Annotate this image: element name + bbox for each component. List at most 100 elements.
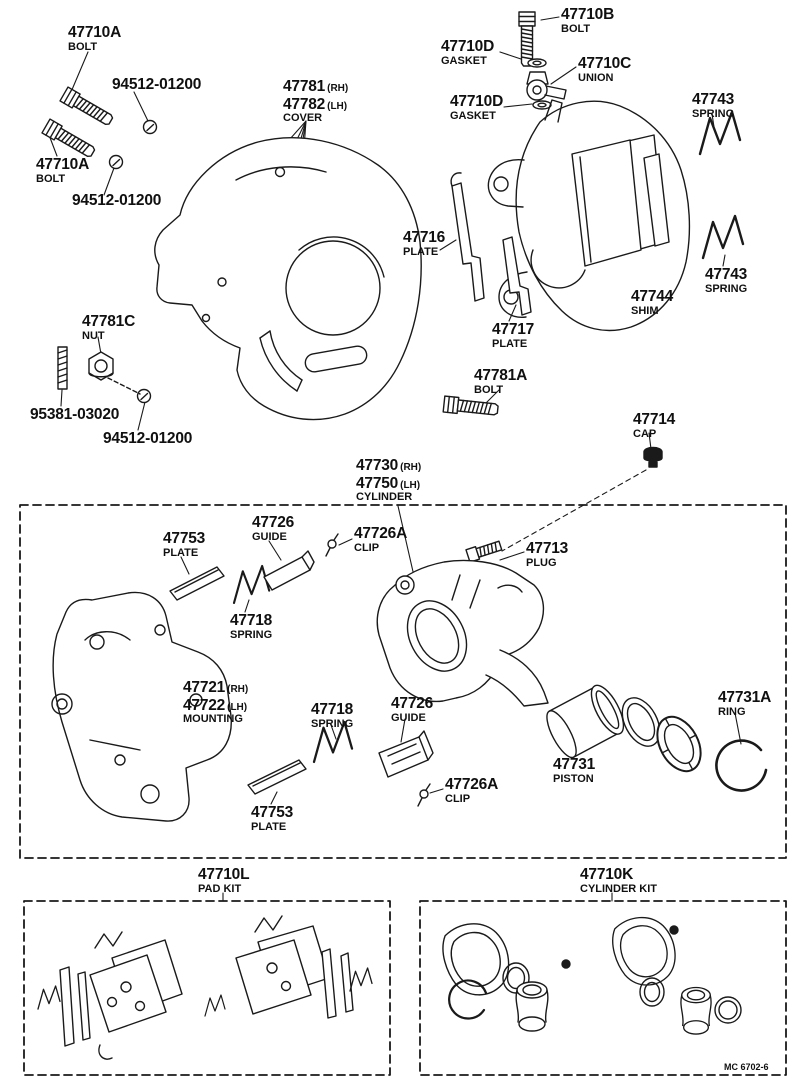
part-number: 47750 [356,474,399,492]
part-number: 47713 [526,540,569,557]
label-ring: 47731A RING [718,689,772,719]
label-shim: 47744 SHIM [631,288,673,318]
part-name: SPRING [311,717,354,730]
part-number: 47726A [354,525,408,542]
label-cap: 47714 CAP [633,411,676,441]
clip-drawing-top [325,533,339,557]
label-cylinder-kit: 47710K CYLINDER KIT [580,866,657,896]
label-guide-bottom: 47726 GUIDE [391,695,434,725]
part-number: 47730 [356,457,399,474]
label-plate-47716: 47716 PLATE [403,229,446,259]
part-number: 47710C [578,55,632,72]
group-boxes [19,504,787,1076]
label-washer-2: 94512-01200 [72,192,162,210]
part-variant: (LH) [327,100,348,112]
pin-spring-drawing-top [232,564,271,605]
part-name: SPRING [230,628,273,641]
label-banjo-bolt: 47710B BOLT [561,6,615,36]
part-name: COVER [283,112,323,125]
label-guide-top: 47726 GUIDE [252,514,294,544]
label-clip-top: 47726A CLIP [354,525,408,555]
part-name: GASKET [450,109,496,122]
part-name: PAD KIT [198,882,242,895]
part-name: GUIDE [252,530,287,543]
part-number: 47718 [311,701,354,718]
part-number: 47722 [183,696,226,714]
part-name: RING [718,705,746,718]
part-number: 47710A [36,156,90,173]
part-number: 47716 [403,229,446,246]
part-number: 47718 [230,612,273,629]
part-number: 47782 [283,95,326,113]
part-name: CYLINDER KIT [580,882,657,895]
part-name: CLIP [354,541,380,554]
support-plate-drawing-1 [450,172,485,302]
pad-spring-drawing-2 [701,214,745,260]
part-number: 47710D [441,38,495,55]
part-number: 47710B [561,6,615,23]
bleeder-cap-drawing [643,446,663,468]
part-variant: (LH) [400,479,421,491]
part-name: NUT [82,329,105,342]
part-name: MOUNTING [183,713,243,726]
guide-drawing-bottom [378,730,434,778]
drawing-number: MC 6702-6 [724,1062,769,1072]
part-number: 47710A [68,24,122,41]
part-variant: (RH) [227,684,249,695]
part-name: SPRING [692,107,735,120]
nut-drawing [88,351,141,395]
label-washer-3: 94512-01200 [103,430,192,448]
caliper-assembly-drawing [487,99,691,332]
label-caliper-bolt: 47781A BOLT [474,367,527,397]
part-name: SHIM [631,304,659,317]
part-number: 47731 [553,756,596,773]
stud-drawing [57,346,68,390]
guide-drawing-top [263,550,315,591]
part-number: 47726A [445,776,499,793]
label-spring-2: 47743 SPRING [705,266,748,296]
part-name: PISTON [553,772,594,785]
label-cylinder: 47730(RH) 47750(LH) CYLINDER [356,457,421,504]
part-variant: (RH) [327,83,349,94]
part-number: 47714 [633,411,676,428]
cylinder-kit-contents-drawing [442,916,742,1035]
bleeder-plug-drawing [465,540,503,563]
banjo-bolt-drawing [518,11,536,67]
label-washer-1: 94512-01200 [112,76,201,94]
clip-drawing-bottom [417,783,431,807]
part-name: CYLINDER [356,491,413,504]
part-number: 95381-03020 [30,406,120,423]
part-name: PLATE [163,546,199,559]
part-name: PLATE [251,820,287,833]
part-name: BOLT [474,383,504,396]
part-number: 47753 [251,804,294,821]
part-number: 47710L [198,866,250,883]
dust-cover-drawing [154,137,422,421]
label-clip-bottom: 47726A CLIP [445,776,499,806]
part-number: 94512-01200 [72,192,162,209]
label-plate-bottom: 47753 PLATE [251,804,294,834]
part-name: SPRING [705,282,748,295]
label-gasket-1: 47710D GASKET [441,38,495,68]
mounting-bracket-drawing [51,591,232,822]
part-number: 47781C [82,313,136,330]
part-number: 47726 [391,695,434,712]
part-name: CLIP [445,792,471,805]
label-piston: 47731 PISTON [553,756,596,786]
piston-boot-drawing [656,715,702,773]
label-plug: 47713 PLUG [526,540,569,570]
label-pad-kit: 47710L PAD KIT [198,866,250,896]
label-spring-1: 47743 SPRING [692,91,735,121]
pad-kit-contents-drawing [37,915,373,1060]
label-plate-top: 47753 PLATE [163,530,205,560]
part-name: PLUG [526,556,557,569]
part-name: BOLT [561,22,591,35]
part-number: 47731A [718,689,772,706]
part-name: UNION [578,71,614,84]
part-number: 47710K [580,866,634,883]
part-number: 47781 [283,78,326,95]
part-number: 47721 [183,679,226,696]
part-name: GUIDE [391,711,426,724]
